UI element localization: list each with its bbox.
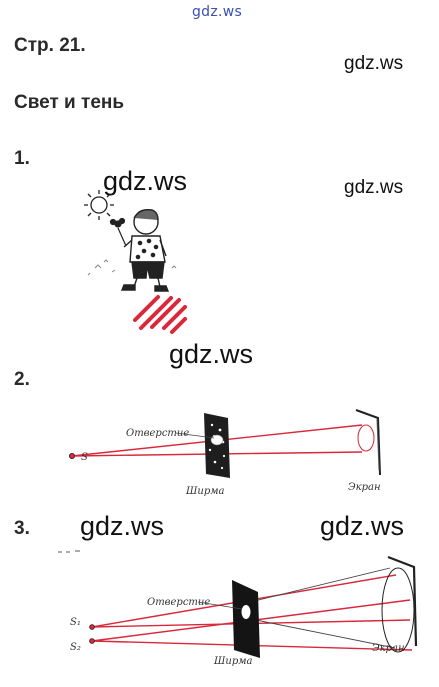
watermark: gdz.ws xyxy=(320,511,405,541)
task-number-2: 2. xyxy=(14,369,30,390)
projection-label: Экран xyxy=(372,643,405,654)
light-spot xyxy=(381,567,415,653)
barrier-with-hole xyxy=(204,413,230,478)
watermark-top: gdz.ws xyxy=(192,4,243,20)
shadow-hatching xyxy=(133,295,187,334)
source-1-label: S₁ xyxy=(70,617,81,628)
task-number-3: 3. xyxy=(14,518,30,539)
task-number-1: 1. xyxy=(14,148,30,169)
light-source-2 xyxy=(89,638,95,644)
section-title: Свет и тень xyxy=(14,92,125,113)
barrier-label: Ширма xyxy=(213,656,253,667)
boy-figure xyxy=(120,208,170,292)
watermark: gdz.ws xyxy=(80,511,165,541)
projection-screen xyxy=(387,555,418,647)
watermark: gdz.ws xyxy=(344,177,404,198)
hole-label: Отверстие xyxy=(126,428,189,439)
page-reference: Стр. 21. xyxy=(14,35,86,56)
barrier-label: Ширма xyxy=(185,486,225,497)
source-label: S xyxy=(81,452,88,463)
barrier-with-hole xyxy=(232,580,260,658)
light-source xyxy=(69,452,76,459)
light-source-1 xyxy=(89,624,95,630)
watermark: gdz.ws xyxy=(169,339,254,369)
light-rays xyxy=(91,574,413,651)
projection-label: Экран xyxy=(348,482,381,493)
watermark: gdz.ws xyxy=(103,166,188,196)
flower-icon xyxy=(109,217,127,247)
light-spot xyxy=(357,424,375,452)
watermark: gdz.ws xyxy=(344,53,404,74)
source-2-label: S₂ xyxy=(70,642,81,653)
projection-screen xyxy=(355,409,381,476)
hole-label: Отверстие xyxy=(147,597,210,608)
grass-marks xyxy=(87,259,177,276)
light-rays xyxy=(71,424,363,457)
